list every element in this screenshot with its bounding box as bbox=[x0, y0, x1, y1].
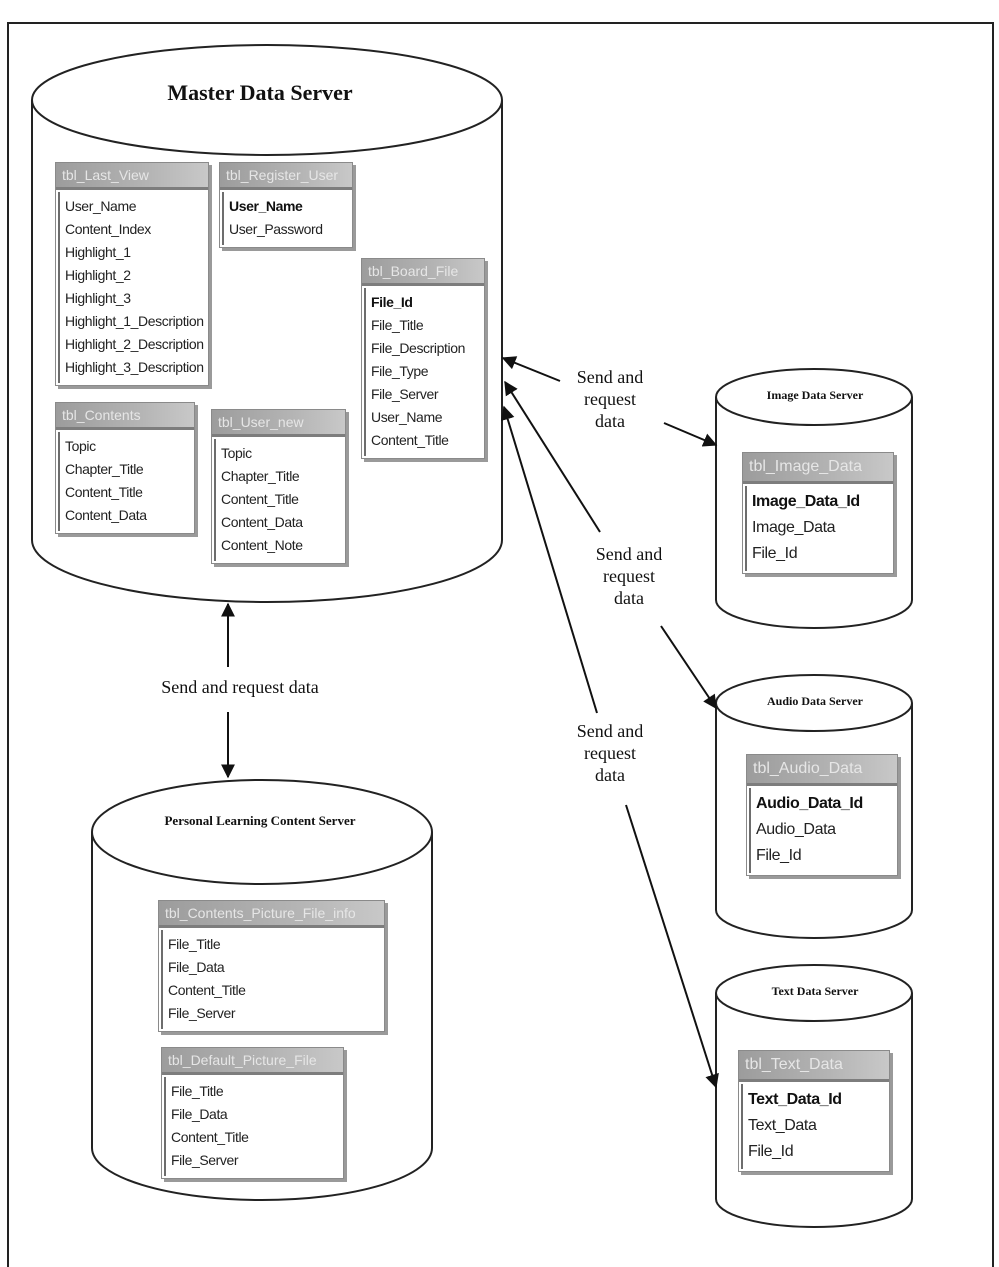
table-field: Highlight_3 bbox=[65, 290, 131, 306]
table-header: tbl_Image_Data bbox=[743, 453, 893, 484]
table-field: File_Server bbox=[171, 1152, 239, 1168]
arrow-audio-to-master bbox=[504, 380, 601, 533]
table-field: Topic bbox=[221, 445, 252, 461]
table-field: Content_Index bbox=[65, 221, 151, 237]
table-field: Highlight_3_Description bbox=[65, 359, 204, 375]
label-master-image: Send and request data bbox=[560, 366, 660, 432]
table-field: File_Title bbox=[371, 317, 424, 333]
table-field: Content_Title bbox=[221, 491, 299, 507]
table-field: Highlight_1 bbox=[65, 244, 131, 260]
table-field: File_Title bbox=[171, 1083, 224, 1099]
table-field: Highlight_2_Description bbox=[65, 336, 204, 352]
table-field: Content_Title bbox=[371, 432, 449, 448]
label-line: Send and bbox=[595, 544, 663, 564]
table-field: User_Name bbox=[371, 409, 443, 425]
arrow-image-to-master bbox=[501, 356, 561, 382]
table-field: Content_Title bbox=[168, 982, 246, 998]
table-field: Image_Data bbox=[752, 519, 836, 536]
table-field: File_Id bbox=[748, 1143, 794, 1160]
table-field: Text_Data bbox=[748, 1117, 817, 1134]
primary-key-field: Image_Data_Id bbox=[752, 493, 860, 510]
table-field: User_Name bbox=[65, 198, 137, 214]
label-line: request bbox=[584, 389, 636, 409]
primary-key-field: Audio_Data_Id bbox=[756, 795, 863, 812]
table-field: File_Id bbox=[752, 545, 798, 562]
table-field: Content_Data bbox=[65, 507, 147, 523]
table-field: File_Id bbox=[756, 847, 802, 864]
arrow-text-to-master bbox=[500, 405, 598, 714]
table-field: Chapter_Title bbox=[65, 461, 144, 477]
table-field: File_Title bbox=[168, 936, 221, 952]
label-master-text: Send and request data bbox=[560, 720, 660, 786]
primary-key-field: File_Id bbox=[371, 294, 413, 310]
table-field: Content_Title bbox=[171, 1129, 249, 1145]
text-server-title: Text Data Server bbox=[771, 984, 859, 998]
table-header: tbl_User_new bbox=[212, 410, 345, 437]
label-line: data bbox=[614, 588, 644, 608]
table-field: Highlight_2 bbox=[65, 267, 131, 283]
table-field: Audio_Data bbox=[756, 821, 836, 838]
table-header: tbl_Text_Data bbox=[739, 1051, 889, 1082]
table-header: tbl_Default_Picture_File bbox=[162, 1048, 343, 1075]
label-master-personal: Send and request data bbox=[161, 677, 319, 697]
label-line: data bbox=[595, 411, 625, 431]
audio-server-title: Audio Data Server bbox=[767, 694, 863, 708]
arrow-master-to-text bbox=[625, 804, 719, 1089]
table-field: Topic bbox=[65, 438, 96, 454]
table-field: Content_Data bbox=[221, 514, 303, 530]
table-header: tbl_Last_View bbox=[56, 163, 208, 190]
table-header: tbl_Audio_Data bbox=[747, 755, 897, 786]
arrow-master-to-audio bbox=[660, 625, 717, 710]
table-field: Chapter_Title bbox=[221, 468, 300, 484]
table-header: tbl_Contents_Picture_File_info bbox=[159, 901, 384, 928]
table-field: Content_Title bbox=[65, 484, 143, 500]
table-field: File_Data bbox=[171, 1106, 228, 1122]
table-header: tbl_Board_File bbox=[362, 259, 484, 286]
label-line: request bbox=[603, 566, 655, 586]
table-field: Highlight_1_Description bbox=[65, 313, 204, 329]
master-server-title: Master Data Server bbox=[167, 80, 353, 105]
label-master-audio: Send and request data bbox=[579, 543, 679, 609]
arrow-master-to-image bbox=[663, 422, 718, 447]
table-field: File_Server bbox=[371, 386, 439, 402]
table-header: tbl_Register_User bbox=[220, 163, 352, 190]
table-field: File_Data bbox=[168, 959, 225, 975]
table-field: File_Description bbox=[371, 340, 465, 356]
label-line: data bbox=[595, 765, 625, 785]
label-line: Send and bbox=[576, 721, 644, 741]
table-field: File_Type bbox=[371, 363, 429, 379]
table-field: Content_Note bbox=[221, 537, 303, 553]
label-line: request bbox=[584, 743, 636, 763]
personal-server-title: Personal Learning Content Server bbox=[164, 813, 356, 828]
primary-key-field: User_Name bbox=[229, 198, 303, 214]
label-line: Send and bbox=[576, 367, 644, 387]
table-header: tbl_Contents bbox=[56, 403, 194, 430]
table-field: File_Server bbox=[168, 1005, 236, 1021]
primary-key-field: Text_Data_Id bbox=[748, 1091, 842, 1108]
image-server-title: Image Data Server bbox=[766, 388, 864, 402]
diagram-frame bbox=[7, 22, 994, 1267]
table-field: User_Password bbox=[229, 221, 323, 237]
